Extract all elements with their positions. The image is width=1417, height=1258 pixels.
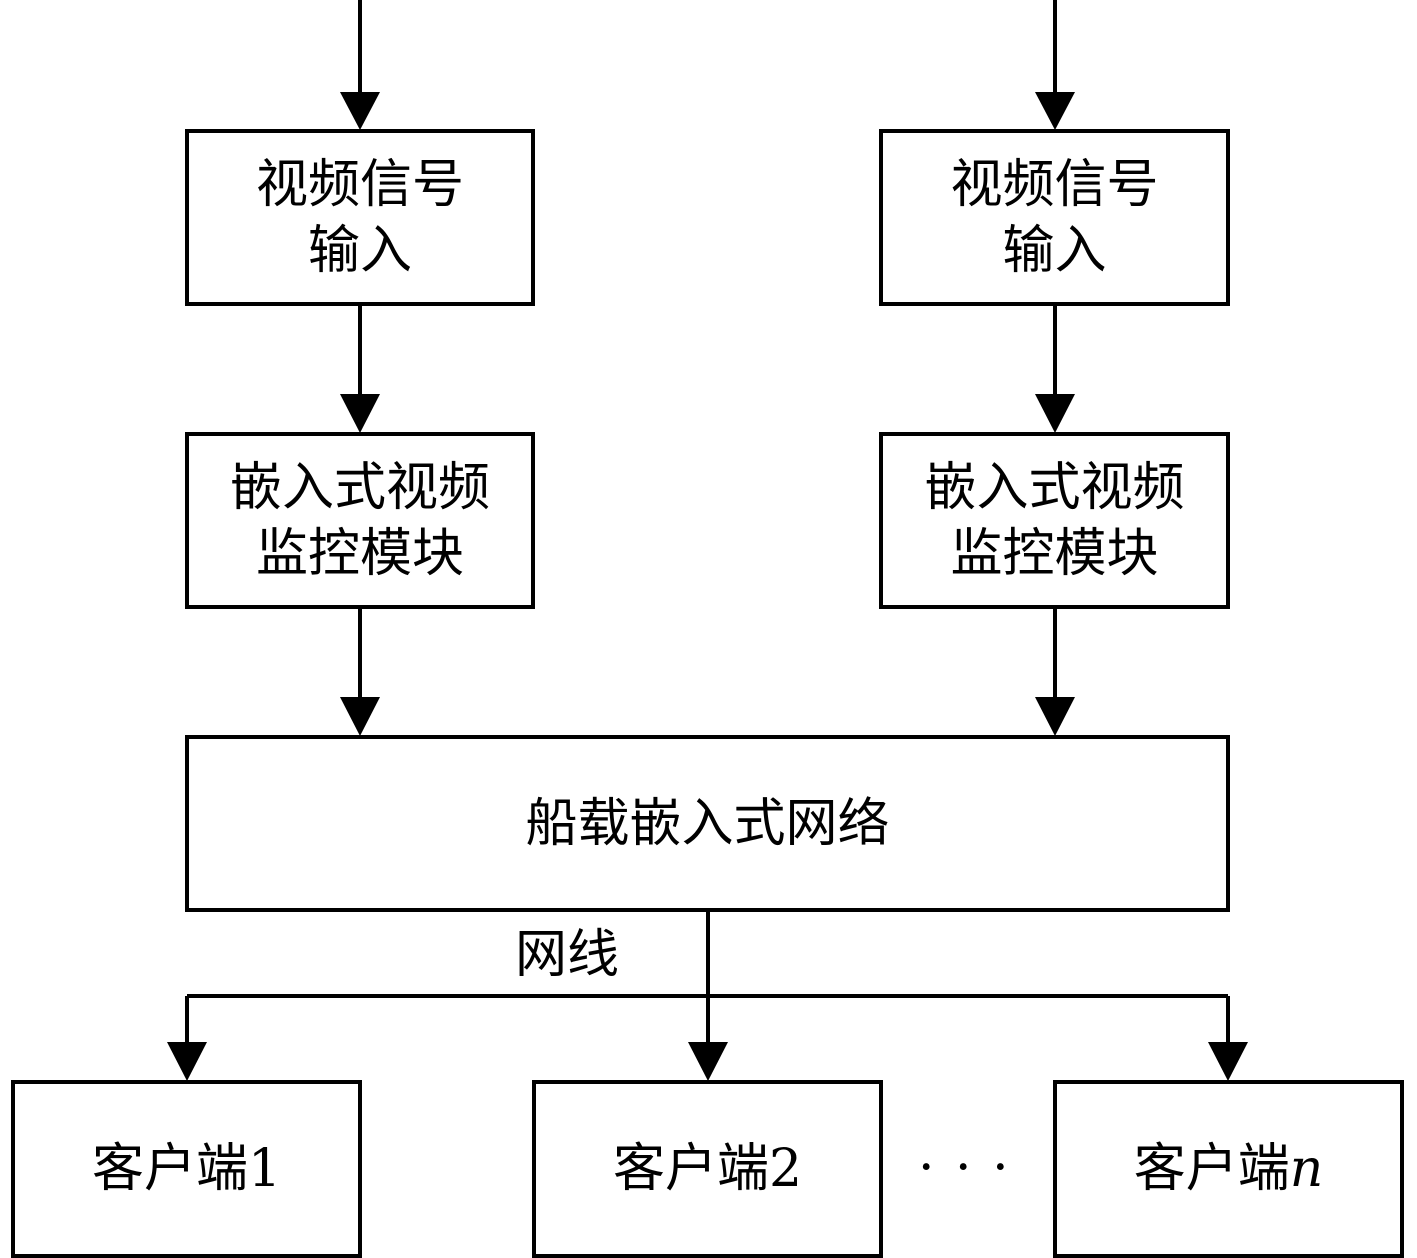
client-box-n: 客户端n [1053,1080,1404,1258]
cable-label: 网线 [515,925,620,985]
arrowhead-left-2 [340,394,380,433]
arrowhead-left-3 [340,697,380,736]
right-video-input-line2: 输入 [1002,220,1107,281]
ellipsis: · · · [918,1138,1011,1198]
left-video-input-line1: 视频信号 [255,154,464,215]
client-box-2: 客户端2 [532,1080,883,1258]
network-label: 船载嵌入式网络 [525,793,890,854]
client-n-label: 客户端n [1133,1139,1324,1199]
shipborne-network-box: 船载嵌入式网络 [185,735,1230,912]
arrowhead-client-1 [167,1042,207,1081]
client-box-1: 客户端1 [11,1080,362,1258]
right-video-input-box: 视频信号 输入 [879,129,1230,306]
client-1-label: 客户端1 [91,1139,282,1199]
arrowhead-left-1 [340,92,380,130]
right-video-input-line1: 视频信号 [950,154,1159,215]
arrowhead-right-3 [1035,697,1075,736]
left-embedded-module-box: 嵌入式视频 监控模块 [185,432,535,609]
right-embedded-module-box: 嵌入式视频 监控模块 [879,432,1230,609]
left-module-line1: 嵌入式视频 [229,457,490,518]
left-module-line2: 监控模块 [255,523,464,584]
arrowhead-right-2 [1035,394,1075,433]
right-module-line1: 嵌入式视频 [924,457,1185,518]
arrowhead-client-2 [688,1042,728,1081]
arrowhead-right-1 [1035,92,1075,130]
client-2-label: 客户端2 [612,1139,803,1199]
left-video-input-line2: 输入 [307,220,412,281]
arrowhead-client-n [1208,1042,1248,1081]
left-video-input-box: 视频信号 输入 [185,129,535,306]
right-module-line2: 监控模块 [950,523,1159,584]
